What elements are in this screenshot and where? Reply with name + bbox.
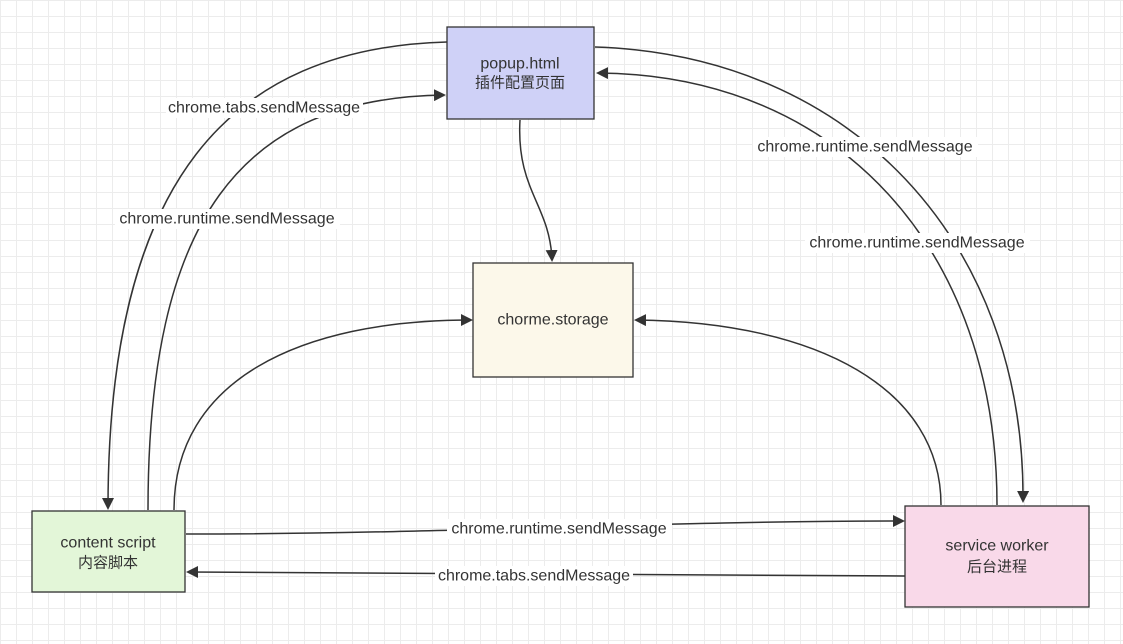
node-content-script-title: content script <box>60 535 156 552</box>
edge-content-to-storage[interactable] <box>173 314 473 511</box>
edge-popup-to-worker[interactable] <box>594 46 1030 503</box>
node-popup-subtitle: 插件配置页面 <box>475 75 565 92</box>
label-content-to-worker: chrome.runtime.sendMessage <box>451 521 666 538</box>
node-service-worker-subtitle: 后台进程 <box>967 559 1027 576</box>
label-bg-content-to-popup <box>115 209 340 229</box>
edge-worker-to-popup[interactable] <box>596 67 998 506</box>
label-bg-worker-to-content <box>435 566 633 586</box>
label-worker-to-content: chrome.tabs.sendMessage <box>438 568 630 585</box>
label-bg-popup-to-worker <box>753 137 978 157</box>
label-bg-popup-to-content <box>166 98 363 118</box>
node-popup[interactable]: popup.html 插件配置页面 <box>446 26 595 120</box>
node-storage[interactable]: chorme.storage <box>472 262 634 378</box>
label-bg-content-to-worker <box>447 519 672 539</box>
edge-content-to-popup[interactable] <box>147 89 446 511</box>
edge-popup-to-storage[interactable] <box>518 119 558 262</box>
node-service-worker-title: service worker <box>945 538 1049 555</box>
node-content-script[interactable]: content script 内容脚本 <box>31 510 186 593</box>
node-storage-box[interactable] <box>472 262 634 378</box>
label-bg-worker-to-popup <box>805 233 1030 253</box>
edge-labels: chrome.tabs.sendMessage chrome.runtime.s… <box>115 98 1030 586</box>
label-popup-to-content: chrome.tabs.sendMessage <box>168 100 360 117</box>
node-content-script-box[interactable] <box>31 510 186 593</box>
node-popup-title: popup.html <box>480 56 559 73</box>
label-worker-to-popup: chrome.runtime.sendMessage <box>809 235 1024 252</box>
edge-popup-to-content[interactable] <box>102 41 448 510</box>
edge-worker-to-storage[interactable] <box>634 314 942 506</box>
node-storage-title: chorme.storage <box>497 312 608 329</box>
label-popup-to-worker: chrome.runtime.sendMessage <box>757 139 972 156</box>
node-content-script-subtitle: 内容脚本 <box>78 555 138 572</box>
node-popup-box[interactable] <box>446 26 595 120</box>
node-service-worker[interactable]: service worker 后台进程 <box>904 505 1090 608</box>
label-content-to-popup: chrome.runtime.sendMessage <box>119 211 334 228</box>
node-service-worker-box[interactable] <box>904 505 1090 608</box>
